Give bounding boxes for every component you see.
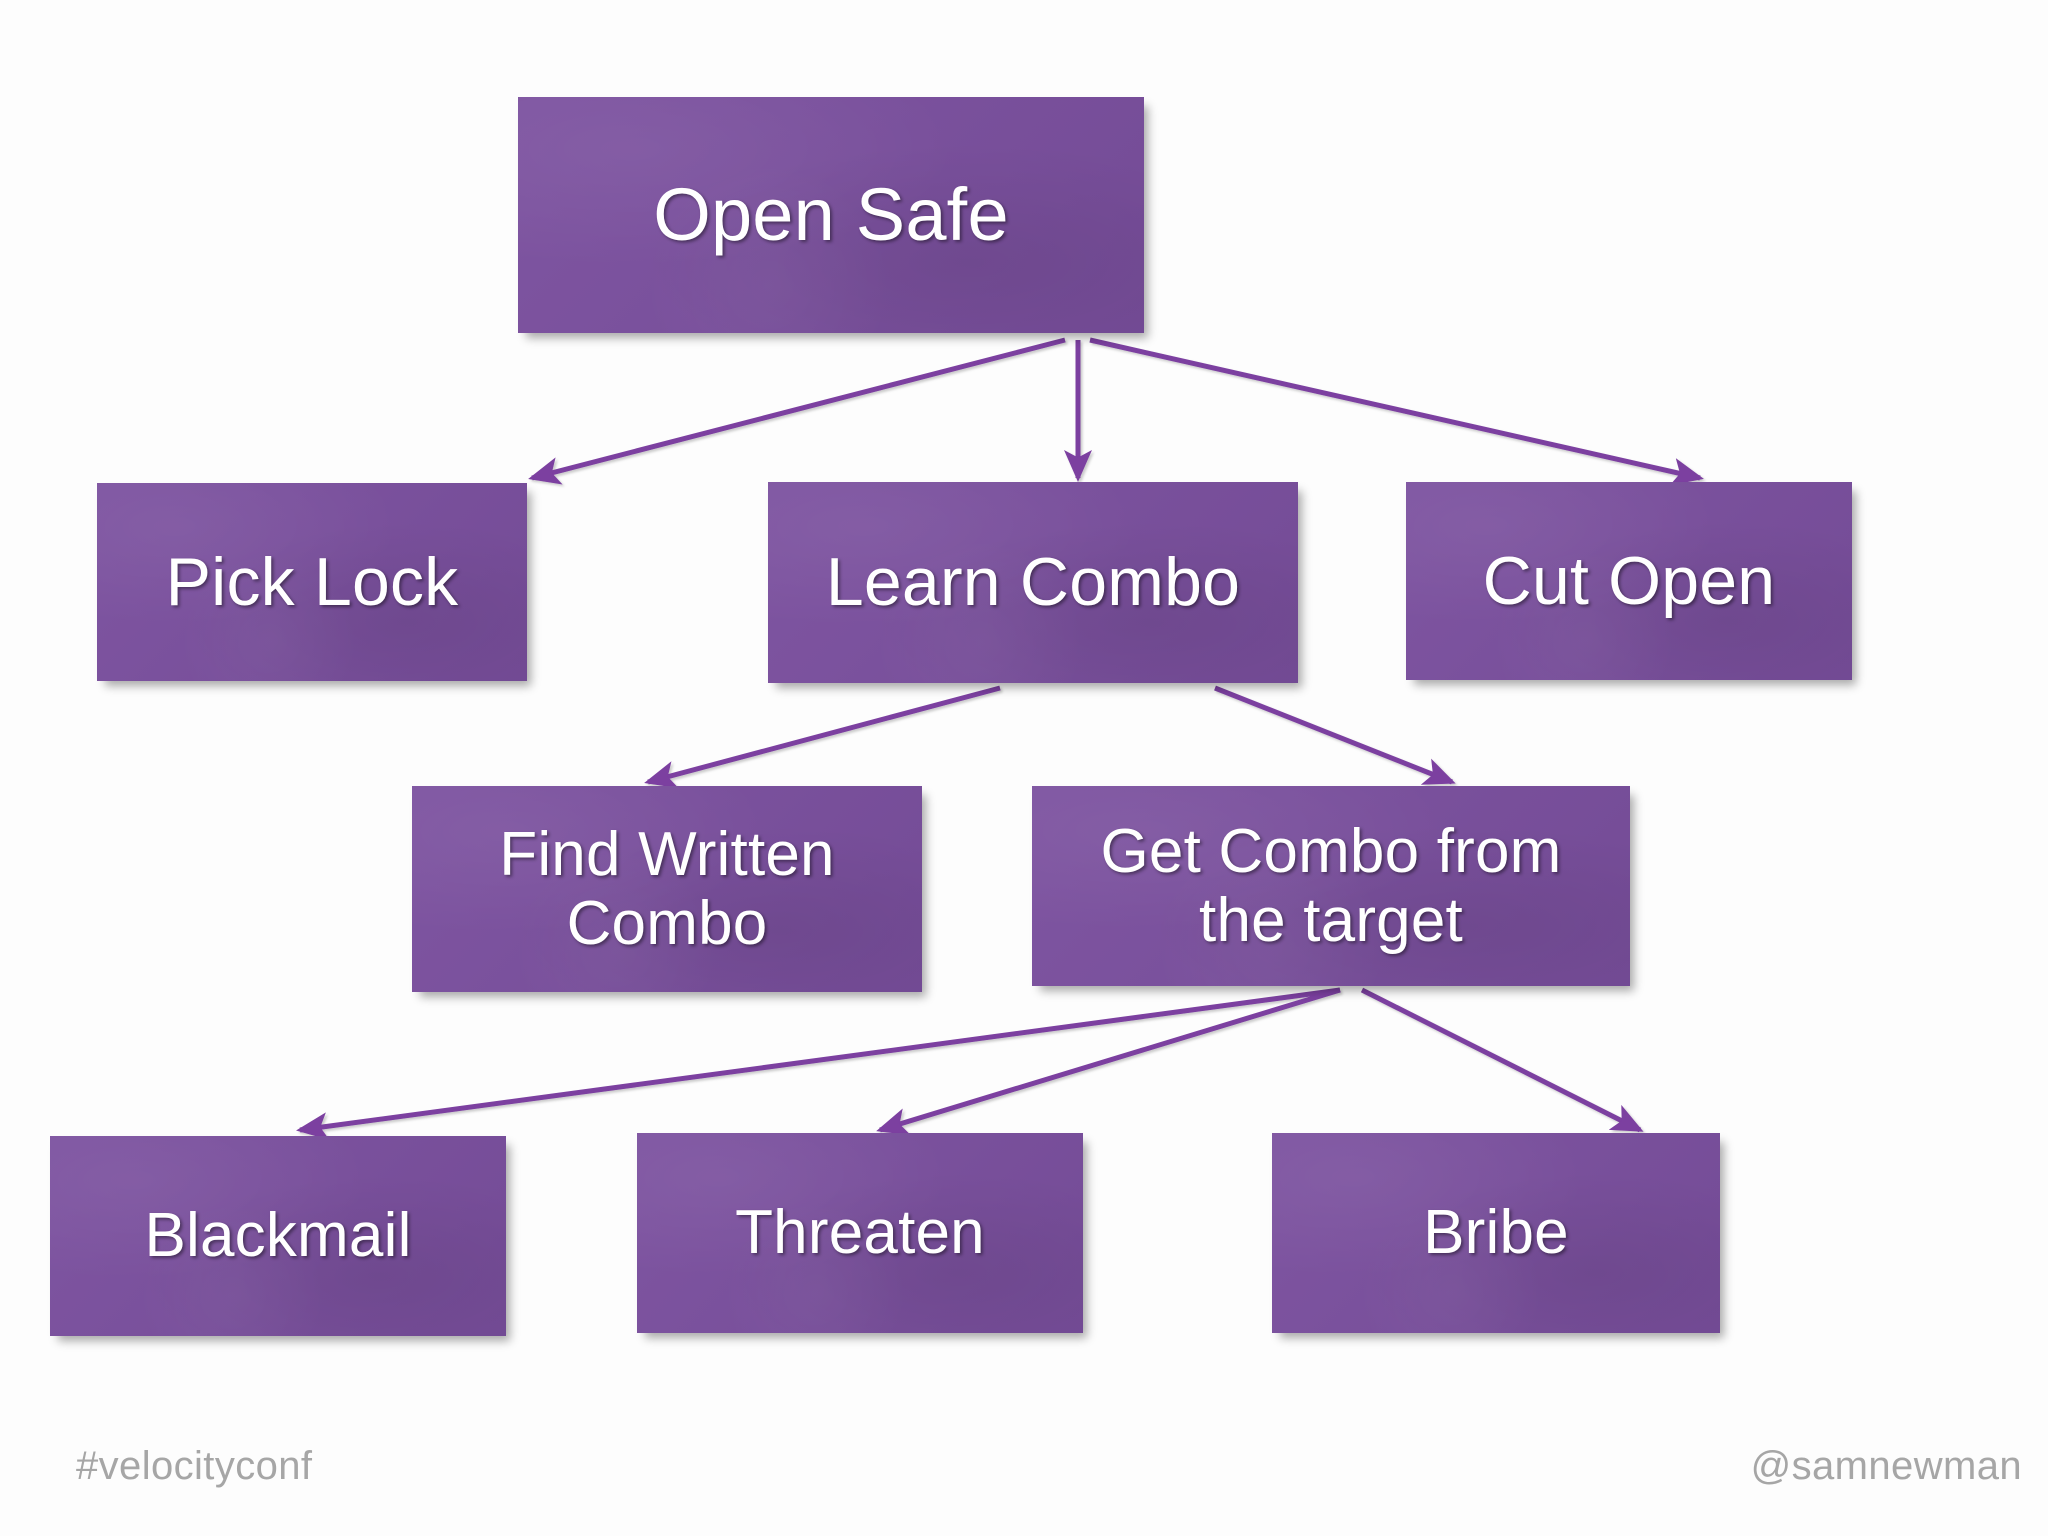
footer-handle: @samnewman (1750, 1444, 2022, 1488)
edge-open-safe-to-cut-open (1089, 337, 1704, 486)
node-blackmail[interactable]: Blackmail (50, 1136, 506, 1336)
edge-learn-combo-to-find-written-combo (644, 685, 1001, 789)
edge-get-combo-from-target-to-blackmail (296, 987, 1341, 1141)
edge-get-combo-from-target-to-bribe (1360, 987, 1644, 1133)
node-label-get-combo-from-target: Get Combo from the target (1100, 817, 1561, 956)
edges (296, 337, 1704, 1141)
node-label-blackmail: Blackmail (144, 1201, 412, 1271)
node-find-written-combo[interactable]: Find Written Combo (412, 786, 922, 992)
node-bribe[interactable]: Bribe (1272, 1133, 1720, 1333)
edge-learn-combo-to-get-combo-from-target (1214, 685, 1456, 785)
edge-open-safe-to-pick-lock (528, 337, 1066, 485)
node-cut-open[interactable]: Cut Open (1406, 482, 1852, 680)
node-label-line-2: the target (1199, 886, 1463, 955)
node-label-pick-lock: Pick Lock (165, 543, 459, 620)
node-label-threaten: Threaten (735, 1198, 985, 1268)
node-label-learn-combo: Learn Combo (825, 544, 1241, 621)
node-label-line-1: Get Combo from (1100, 816, 1562, 886)
node-pick-lock[interactable]: Pick Lock (97, 483, 527, 681)
node-label-find-written-combo: Find Written Combo (499, 820, 834, 959)
node-label-line-2: Combo (566, 889, 768, 958)
node-get-combo-from-target[interactable]: Get Combo from the target (1032, 786, 1630, 986)
node-open-safe[interactable]: Open Safe (518, 97, 1144, 333)
node-label-line-1: Find Written (499, 819, 835, 889)
node-learn-combo[interactable]: Learn Combo (768, 482, 1298, 683)
edge-get-combo-from-target-to-threaten (876, 987, 1341, 1136)
footer-hashtag: #velocityconf (76, 1444, 313, 1488)
node-label-bribe: Bribe (1423, 1198, 1569, 1268)
node-label-open-safe: Open Safe (653, 172, 1009, 256)
node-label-cut-open: Cut Open (1482, 542, 1776, 619)
node-threaten[interactable]: Threaten (637, 1133, 1083, 1333)
